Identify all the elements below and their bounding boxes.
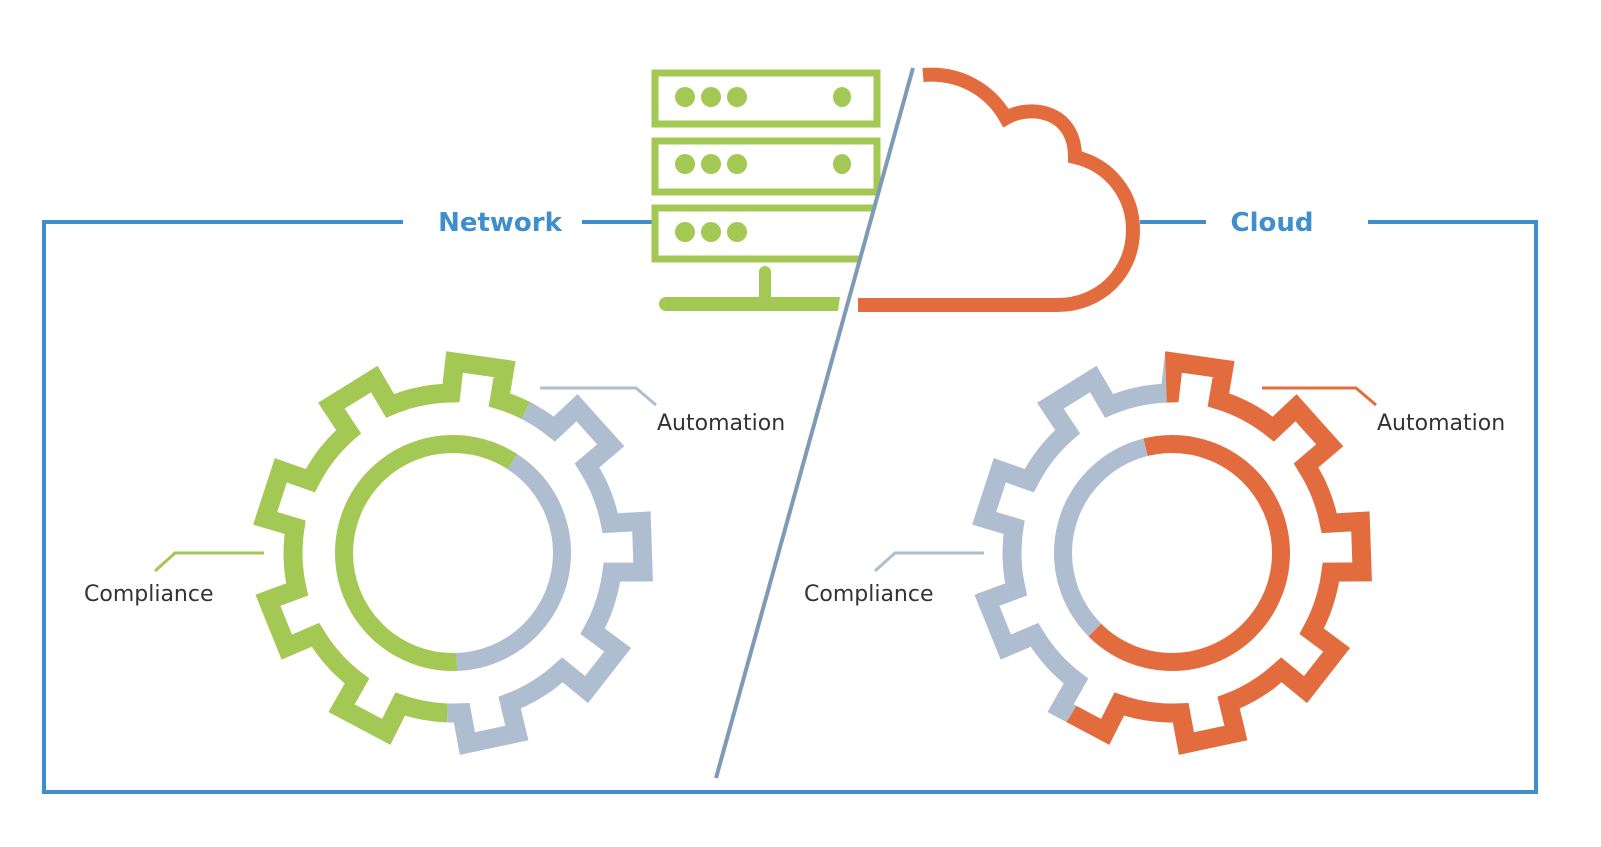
cloud-compliance-label: Compliance bbox=[804, 582, 934, 607]
cloud-icon bbox=[858, 67, 1141, 312]
server-rack-icon bbox=[651, 69, 881, 311]
network-automation-label: Automation bbox=[657, 411, 785, 436]
cloud-compliance-outer-segment bbox=[972, 351, 1172, 755]
cloud-gear bbox=[972, 351, 1372, 755]
network-compliance-label: Compliance bbox=[84, 582, 214, 607]
diagonal-divider bbox=[714, 67, 915, 779]
cloud-automation-outer-segment bbox=[972, 351, 1372, 755]
network-title: Network bbox=[438, 208, 563, 238]
frame bbox=[42, 220, 1538, 794]
frame-left-segment bbox=[42, 220, 1538, 794]
network-compliance-leader bbox=[153, 551, 264, 573]
cloud-compliance-inner-segment bbox=[1054, 435, 1172, 671]
cloud-title: Cloud bbox=[1231, 208, 1314, 238]
network-automation-inner-segment bbox=[453, 435, 571, 671]
cloud-automation-leader bbox=[1262, 386, 1377, 407]
network-gear bbox=[253, 351, 653, 755]
network-automation-leader bbox=[540, 386, 657, 407]
cloud-automation-label: Automation bbox=[1377, 411, 1505, 436]
network-automation-outer-segment bbox=[439, 351, 653, 755]
cloud-compliance-leader bbox=[873, 551, 984, 573]
